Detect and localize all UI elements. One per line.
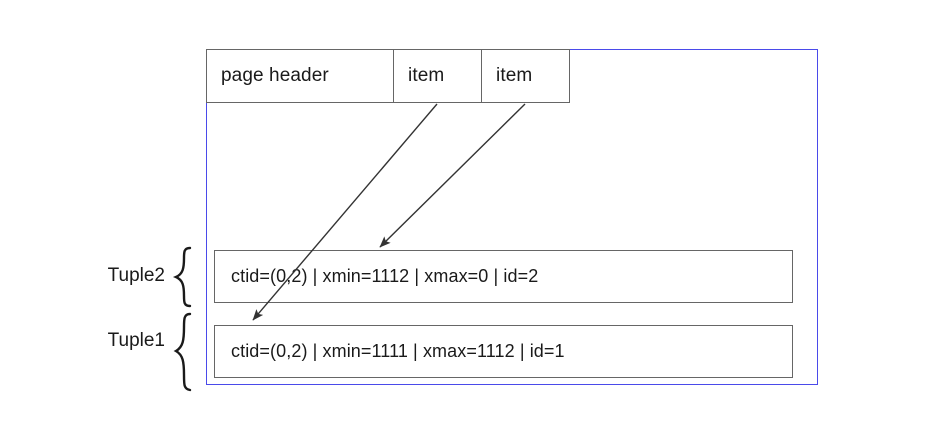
tuple-row-2: ctid=(0,2) | xmin=1112 | xmax=0 | id=2: [214, 250, 793, 303]
tuple-label-2: Tuple2: [107, 265, 165, 286]
tuple-label-1: Tuple1: [107, 330, 165, 351]
item-pointer-cell-1: item: [393, 50, 481, 102]
page-header-cell: page header: [207, 50, 393, 102]
brace-tuple-1: [172, 312, 196, 392]
page-header-row: page header item item: [206, 49, 570, 103]
tuple-row-1: ctid=(0,2) | xmin=1111 | xmax=1112 | id=…: [214, 325, 793, 378]
item-pointer-cell-2: item: [481, 50, 569, 102]
brace-tuple-2: [172, 246, 196, 308]
